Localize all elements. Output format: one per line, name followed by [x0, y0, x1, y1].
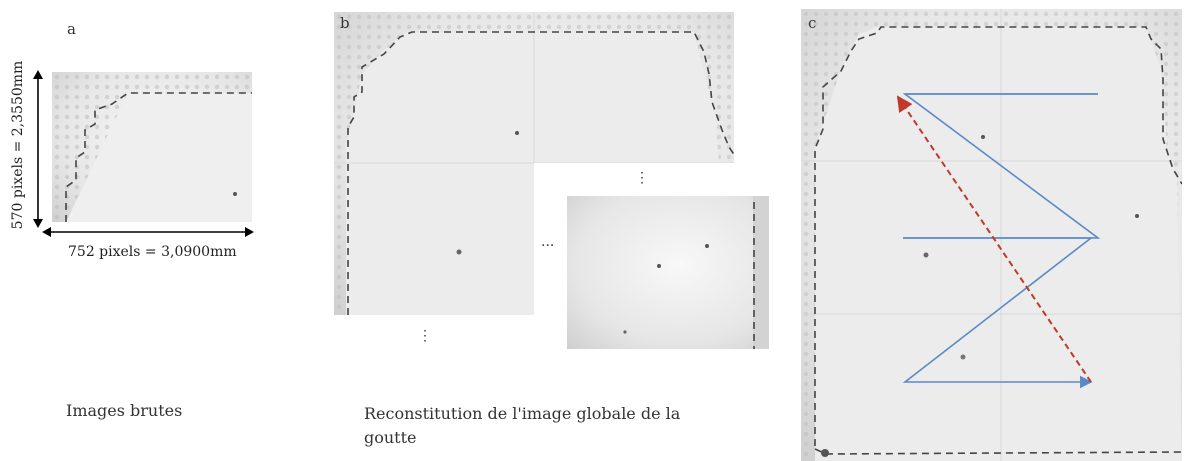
raw-image-overlay	[52, 72, 252, 222]
vertical-ellipsis-top: ⋮	[635, 170, 649, 186]
panel-b-letter: b	[340, 14, 350, 32]
raw-image	[52, 72, 252, 222]
width-dimension-label: 752 pixels = 3,0900mm	[68, 244, 237, 260]
vertical-ellipsis-bottom: ⋮	[418, 328, 432, 344]
full-droplet-image	[801, 9, 1182, 461]
droplet-outline	[65, 92, 252, 222]
width-dimension-arrow	[42, 227, 254, 237]
scan-path-lower	[902, 237, 1094, 389]
caption-reconstruction: Reconstitution de l'image globale de la …	[364, 404, 681, 447]
droplet-outline	[814, 26, 1182, 446]
height-dimension-arrow	[33, 70, 43, 228]
full-droplet-overlay	[801, 9, 1182, 461]
last-tile-image	[567, 196, 769, 349]
caption-raw-images: Images brutes	[66, 401, 183, 420]
horizontal-ellipsis: ···	[541, 238, 555, 254]
height-dimension-label: 570 pixels = 2,3550mm	[10, 60, 26, 230]
panel-a-letter: a	[67, 20, 76, 38]
return-path	[896, 95, 1092, 383]
panel-c-letter: c	[808, 14, 817, 32]
droplet-outline	[347, 31, 734, 315]
last-tile-overlay	[623, 196, 769, 349]
